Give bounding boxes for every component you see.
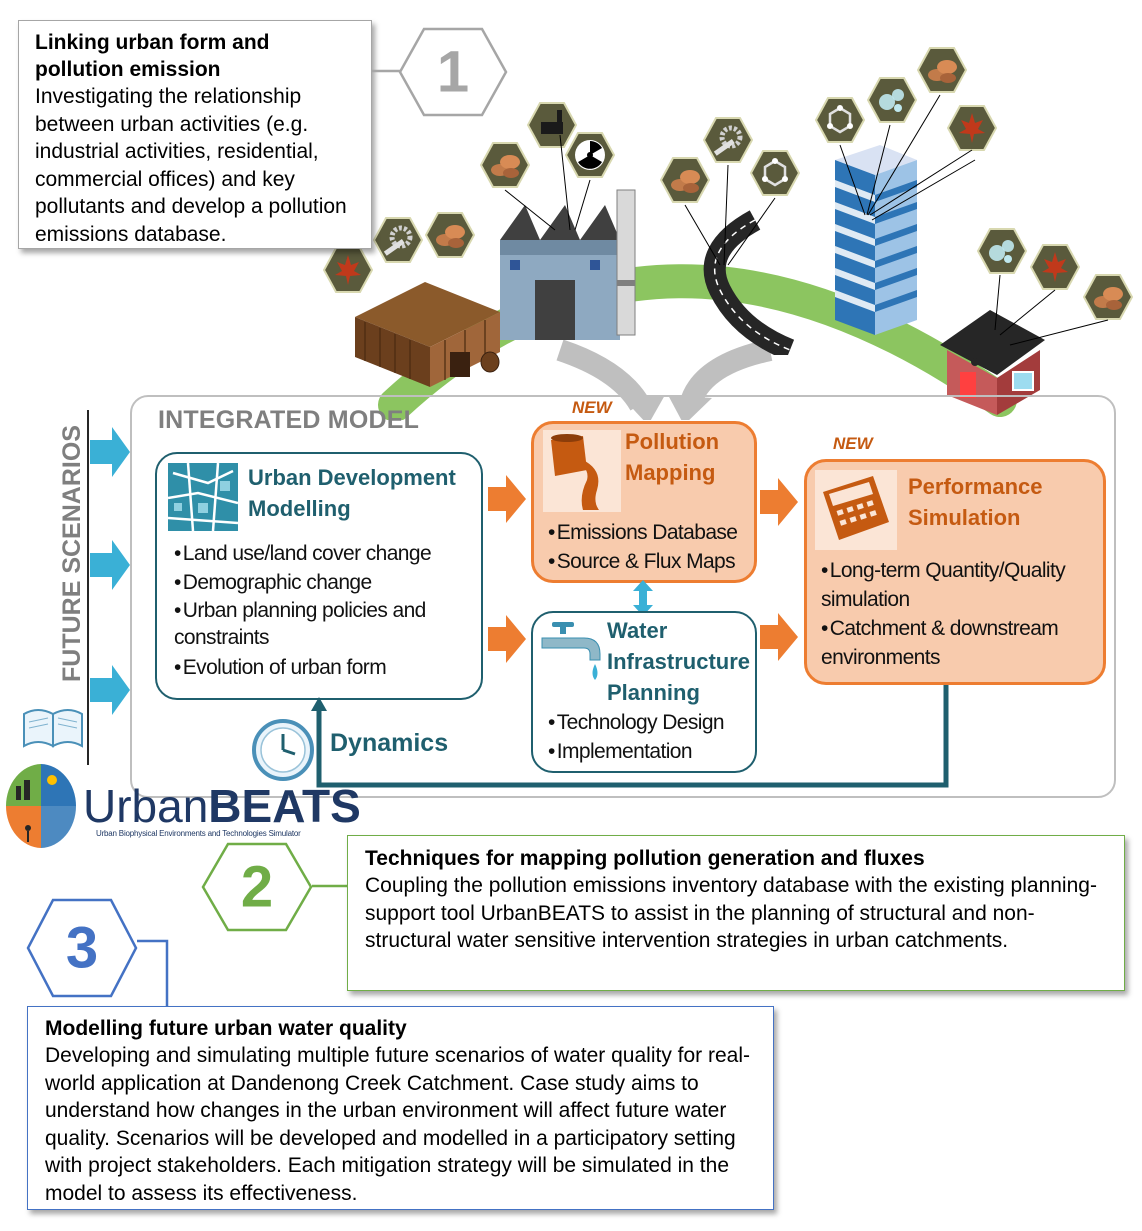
- molecule-icon: [815, 97, 865, 143]
- urban-development-title-line2: Modelling: [248, 496, 351, 521]
- future-scenarios-label: FUTURE SCENARIOS: [58, 425, 86, 682]
- callout-1-title: Linking urban form and pollution emissio…: [35, 31, 270, 81]
- clock-icon: [252, 719, 314, 781]
- callout-3-number-hex: 3: [26, 898, 138, 998]
- callout-1-number-hex: 1: [398, 27, 508, 117]
- callout-3-number: 3: [65, 915, 99, 981]
- bullet-planning-policies: Urban planning policies and constraints: [174, 597, 474, 651]
- office-tower-icon: [835, 145, 917, 335]
- pollution-mapping-bullets: Emissions Database Source & Flux Maps: [548, 518, 753, 576]
- gear-wrench-icon: [703, 117, 753, 163]
- book-icon: [23, 709, 83, 748]
- bullet-catchment-environments: Catchment & downstream environments: [821, 614, 1096, 672]
- factory-hand-icon: [527, 102, 577, 148]
- future-scenarios-divider: [87, 410, 89, 765]
- performance-simulation-bullets: Long-term Quantity/Quality simulation Ca…: [821, 556, 1096, 672]
- gear-wrench-icon: [373, 217, 423, 263]
- scenario-arrow-3: [90, 665, 130, 715]
- callout-2-connector: [312, 884, 350, 888]
- performance-simulation-title: Performance Simulation: [908, 471, 1043, 533]
- leaf-icon: [947, 105, 997, 151]
- rocks-icon: [480, 142, 530, 188]
- urbanbeats-tagline: Urban Biophysical Environments and Techn…: [96, 829, 301, 838]
- urban-development-title: Urban Development Modelling: [248, 462, 456, 524]
- radiation-icon: [565, 132, 615, 178]
- molecule-icon: [750, 150, 800, 196]
- water-tap-icon: [541, 622, 601, 680]
- callout-3-body: Developing and simulating multiple futur…: [45, 1044, 751, 1205]
- arrow-pollution-to-performance: [760, 478, 798, 526]
- callout-2-number-hex: 2: [201, 842, 313, 932]
- bubbles-icon: [867, 77, 917, 123]
- callout-2: Techniques for mapping pollution generat…: [347, 835, 1125, 991]
- urban-development-bullets: Land use/land cover change Demographic c…: [174, 539, 474, 682]
- urbanbeats-logo-text: UrbanBEATS: [83, 782, 361, 830]
- rocks-icon: [1083, 274, 1133, 320]
- callout-2-title: Techniques for mapping pollution generat…: [365, 847, 925, 870]
- road-icon: [703, 210, 795, 355]
- pollution-water-link: [633, 580, 653, 616]
- rocks-icon: [917, 47, 967, 93]
- performance-title-line2: Simulation: [908, 505, 1021, 530]
- integrated-model-frame: [130, 395, 1116, 798]
- arrow-urban-to-pollution: [488, 475, 526, 523]
- factory-icon: [500, 189, 636, 340]
- integrated-model-title: INTEGRATED MODEL: [158, 406, 420, 434]
- bullet-implementation: Implementation: [548, 737, 753, 766]
- calculator-icon: [815, 470, 897, 550]
- callout-3: Modelling future urban water quality Dev…: [27, 1006, 774, 1210]
- logo-urban: Urban: [83, 780, 209, 832]
- scenario-arrow-2: [90, 540, 130, 590]
- callout-3-connector: [137, 939, 169, 1008]
- arrow-water-to-performance: [760, 613, 798, 661]
- performance-new-label: NEW: [833, 434, 873, 453]
- urban-development-title-line1: Urban Development: [248, 465, 456, 490]
- city-map-icon: [168, 463, 238, 531]
- performance-title-line1: Performance: [908, 474, 1043, 499]
- bullet-land-use: Land use/land cover change: [174, 539, 474, 568]
- rocks-icon: [660, 157, 710, 203]
- callout-1-number: 1: [436, 39, 470, 105]
- bullet-urban-form: Evolution of urban form: [174, 653, 474, 682]
- dynamics-label: Dynamics: [330, 729, 449, 757]
- bullet-emissions-database: Emissions Database: [548, 518, 753, 547]
- badge-connectors: [504, 94, 1109, 346]
- bubbles-icon: [977, 228, 1027, 274]
- bullet-technology-design: Technology Design: [548, 708, 753, 737]
- pollution-title-line2: Mapping: [625, 460, 716, 485]
- scenario-arrow-1: [90, 427, 130, 477]
- pollution-new-label: NEW: [572, 398, 612, 417]
- bullet-long-term-simulation: Long-term Quantity/Quality simulation: [821, 556, 1096, 614]
- dynamics-feedback-arrow: [311, 685, 949, 788]
- arrow-urban-to-water: [488, 615, 526, 663]
- water-infrastructure-title: Water Infrastructure Planning: [607, 615, 750, 708]
- water-title-line3: Planning: [607, 680, 700, 705]
- house-icon: [940, 310, 1045, 415]
- water-infrastructure-bullets: Technology Design Implementation: [548, 708, 753, 766]
- callout-2-number: 2: [240, 854, 274, 920]
- bullet-source-flux-maps: Source & Flux Maps: [548, 547, 753, 576]
- rocks-icon: [425, 212, 475, 258]
- warehouse-icon: [355, 282, 500, 387]
- water-title-line2: Infrastructure: [607, 649, 751, 674]
- leaf-icon: [1030, 244, 1080, 290]
- logo-beats: BEATS: [208, 780, 361, 832]
- water-title-line1: Water: [607, 618, 668, 643]
- paint-bucket-icon: [543, 430, 621, 512]
- callout-1-body: Investigating the relationship between u…: [35, 85, 347, 246]
- callout-1: Linking urban form and pollution emissio…: [18, 20, 372, 249]
- urbanbeats-logo-icon: [5, 764, 76, 848]
- pollution-mapping-title: Pollution Mapping: [625, 426, 719, 488]
- bullet-demographic: Demographic change: [174, 568, 474, 597]
- pollution-title-line1: Pollution: [625, 429, 720, 454]
- callout-3-title: Modelling future urban water quality: [45, 1017, 407, 1040]
- callout-2-body: Coupling the pollution emissions invento…: [365, 874, 1097, 952]
